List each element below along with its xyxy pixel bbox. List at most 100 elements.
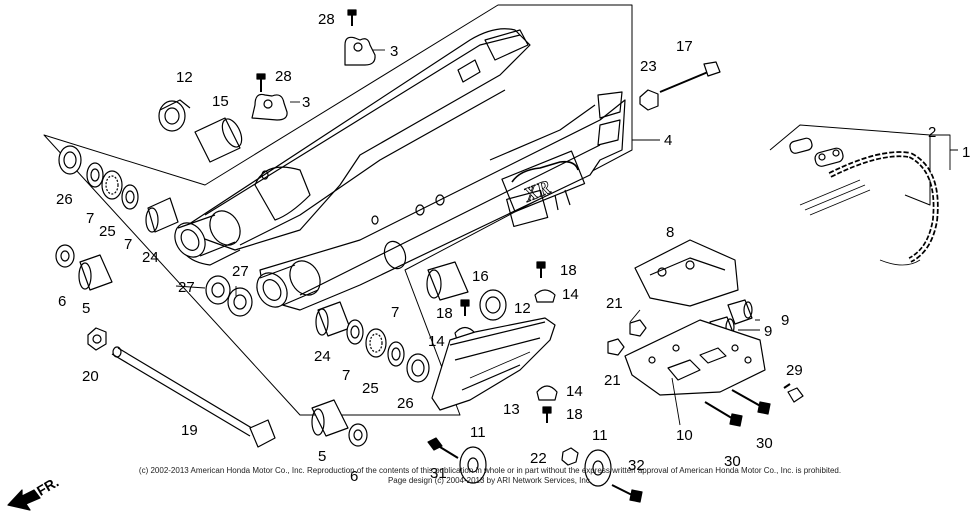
callout-20: 20 <box>82 368 99 385</box>
callout-7b: 7 <box>124 236 132 253</box>
bushing-24-a[interactable] <box>145 197 179 233</box>
callout-27a: 27 <box>178 279 195 296</box>
callout-26a: 26 <box>56 191 73 208</box>
page-design-credit: Page design (c) 2004-2013 by ARI Network… <box>387 476 593 485</box>
bolt-28-upper[interactable] <box>347 9 357 26</box>
bolt-18-a[interactable] <box>536 261 546 278</box>
cap-3-lower[interactable] <box>251 93 288 121</box>
callout-5b: 5 <box>318 448 326 465</box>
thrust-washer-7-b[interactable] <box>121 184 139 210</box>
dust-seal-26-lower[interactable] <box>406 353 430 383</box>
callout-9b: 9 <box>764 323 772 340</box>
copyright-notice: (c) 2002-2013 American Honda Motor Co., … <box>138 466 842 475</box>
bushing-24-b[interactable] <box>315 301 351 337</box>
collar-15[interactable] <box>194 116 246 163</box>
callout-3b: 3 <box>302 94 310 111</box>
washer-6-b[interactable] <box>348 423 368 447</box>
callout-11a: 11 <box>470 424 486 441</box>
collar-16[interactable] <box>426 261 469 301</box>
collar-9-a[interactable] <box>727 299 753 325</box>
bolt-17[interactable] <box>659 61 721 93</box>
nut-21-a[interactable] <box>629 319 647 337</box>
collar-5-b[interactable] <box>311 399 349 437</box>
callout-14b: 14 <box>428 333 445 350</box>
callout-3a: 3 <box>390 43 398 60</box>
callout-4: 4 <box>664 132 672 149</box>
cap-3-upper[interactable] <box>344 36 376 66</box>
nut-20[interactable] <box>87 327 107 351</box>
callout-32: 32 <box>628 457 645 474</box>
bolt-30-b[interactable] <box>704 401 743 427</box>
dust-seal-12-upper[interactable] <box>158 99 191 132</box>
washer-6-a[interactable] <box>55 244 75 268</box>
pivot-bolt-19[interactable] <box>111 346 276 448</box>
bolt-30-a[interactable] <box>731 389 771 415</box>
bolt-28-lower[interactable] <box>256 73 266 92</box>
chain-joint[interactable] <box>789 137 845 168</box>
bolt-18-c[interactable] <box>542 406 552 423</box>
callout-labels: 1 2 3 3 4 5 5 6 6 7 7 7 7 8 9 9 10 11 11… <box>56 11 970 485</box>
needle-bearing-25-a[interactable] <box>101 170 123 200</box>
callout-12b: 12 <box>514 300 531 317</box>
bolt-29[interactable] <box>783 383 804 403</box>
needle-bearing-25-b[interactable] <box>365 328 387 358</box>
roller-11-b[interactable] <box>584 449 612 487</box>
cap-14-a[interactable] <box>534 289 556 303</box>
nut-22[interactable] <box>561 447 579 466</box>
callout-7a: 7 <box>86 210 94 227</box>
chain-guide-8[interactable] <box>634 239 739 307</box>
drive-chain[interactable] <box>769 124 939 266</box>
bolt-18-b[interactable] <box>460 299 470 316</box>
dust-seal-27-b[interactable] <box>227 287 253 317</box>
callout-19: 19 <box>181 422 198 439</box>
callout-12a: 12 <box>176 69 193 86</box>
callout-24b: 24 <box>314 348 331 365</box>
front-direction-arrow <box>7 489 41 511</box>
callout-28b: 28 <box>275 68 292 85</box>
callout-14a: 14 <box>562 286 579 303</box>
callout-9a: 9 <box>781 312 789 329</box>
callout-16: 16 <box>472 268 489 285</box>
callout-26b: 26 <box>397 395 414 412</box>
chain-slider-13[interactable] <box>431 317 556 411</box>
leader-lines <box>175 49 958 426</box>
callout-30a: 30 <box>756 435 773 452</box>
dust-seal-12-lower[interactable] <box>479 289 507 321</box>
callout-15: 15 <box>212 93 229 110</box>
callout-18c: 18 <box>566 406 583 423</box>
callout-7c: 7 <box>342 367 350 384</box>
callout-10: 10 <box>676 427 693 444</box>
thrust-washer-7-c[interactable] <box>346 319 364 345</box>
cap-14-c[interactable] <box>536 385 558 401</box>
pivot-tube-left <box>174 210 241 258</box>
thrust-washer-7-a[interactable] <box>86 162 104 188</box>
dust-seal-27-a[interactable] <box>205 275 231 305</box>
callout-22: 22 <box>530 450 547 467</box>
bolt-31[interactable] <box>427 437 459 459</box>
callout-1: 1 <box>962 144 970 161</box>
callout-18a: 18 <box>560 262 577 279</box>
callout-29: 29 <box>786 362 803 379</box>
callout-31: 31 <box>430 465 447 482</box>
collar-5-a[interactable] <box>78 254 113 291</box>
callout-25a: 25 <box>99 223 116 240</box>
callout-11b: 11 <box>592 427 608 444</box>
callout-17: 17 <box>676 38 693 55</box>
callout-27b: 27 <box>232 263 249 280</box>
callout-7d: 7 <box>391 304 399 321</box>
swingarm[interactable] <box>178 28 626 311</box>
nut-23[interactable] <box>639 89 659 111</box>
thrust-washer-7-d[interactable] <box>387 341 405 367</box>
bolt-32[interactable] <box>611 484 643 503</box>
callout-6b: 6 <box>350 468 358 485</box>
callout-8: 8 <box>666 224 674 241</box>
nut-21-b[interactable] <box>607 338 625 356</box>
callout-6a: 6 <box>58 293 66 310</box>
chain-guide-plate-10[interactable] <box>624 319 766 396</box>
pivot-tube-right <box>256 260 321 308</box>
roller-11-a[interactable] <box>459 446 487 484</box>
dust-seal-26-upper[interactable] <box>58 145 82 175</box>
callout-18b: 18 <box>436 305 453 322</box>
callout-14c: 14 <box>566 383 583 400</box>
